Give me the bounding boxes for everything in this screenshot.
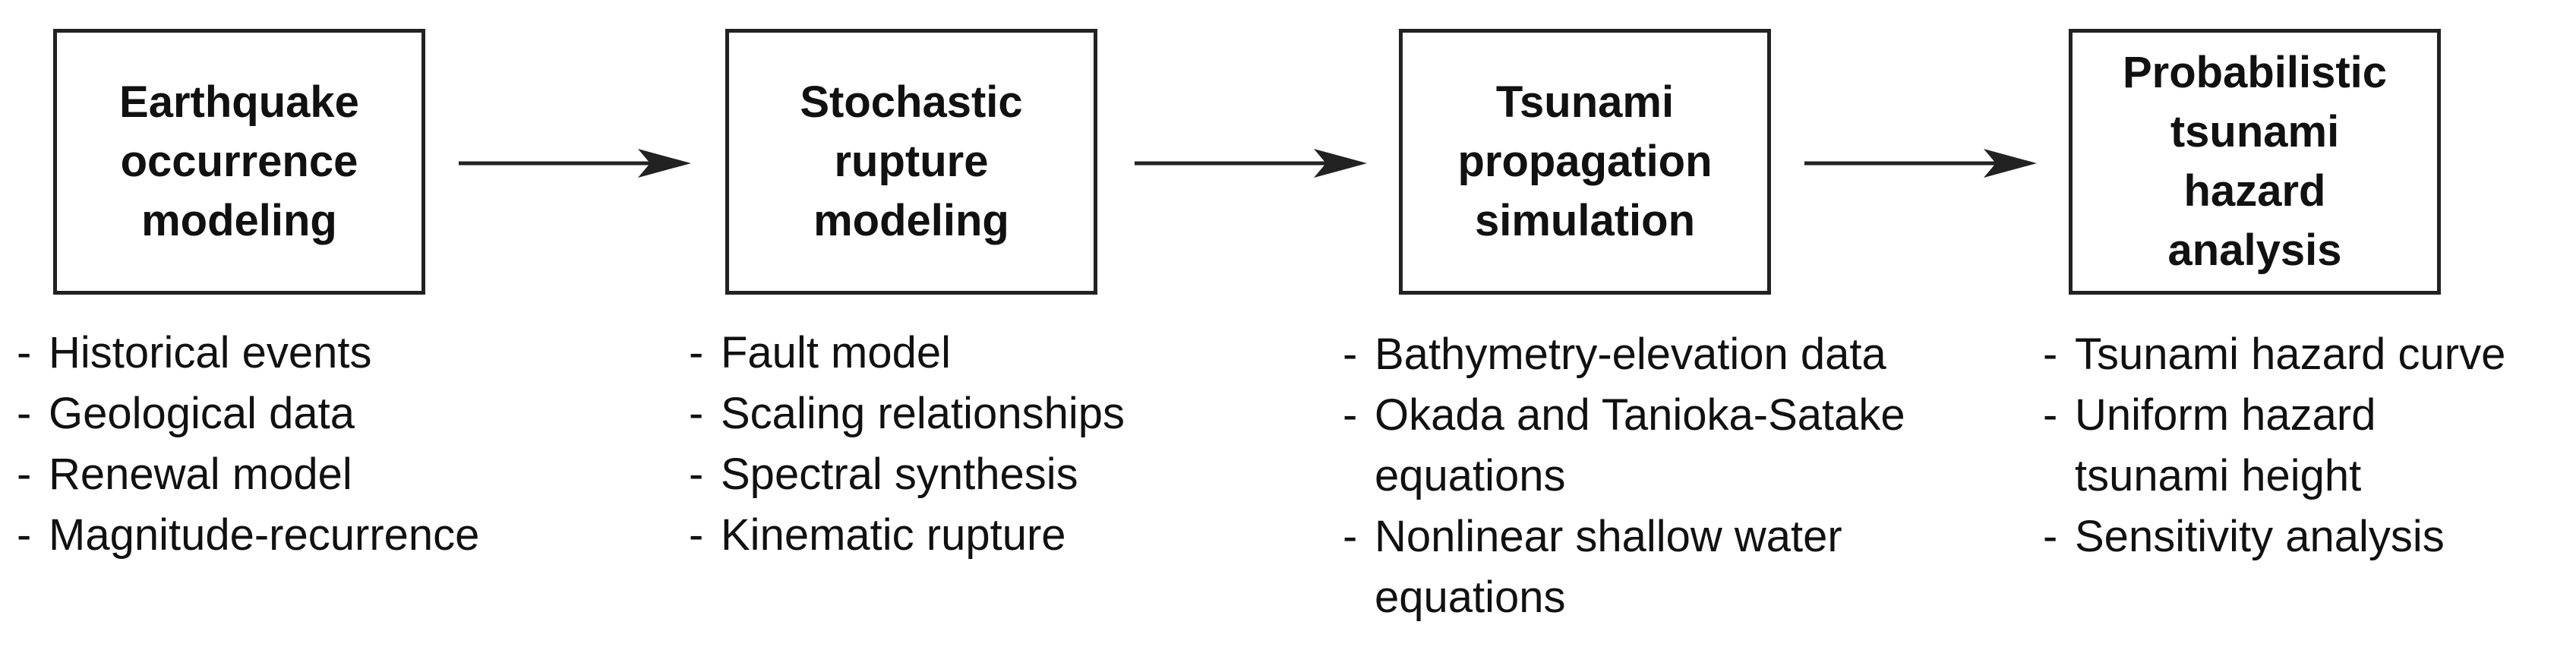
flow-arrow-1 — [459, 149, 691, 178]
bullet-dash: - — [2043, 330, 2058, 379]
bullet-dash: - — [17, 450, 32, 499]
detail-item: -Historical events — [17, 323, 479, 383]
detail-text: Spectral synthesis — [721, 450, 1078, 499]
stage-details-list: -Fault model-Scaling relationships-Spect… — [689, 323, 1125, 566]
bullet-dash: - — [1343, 330, 1358, 379]
stage-title: Earthquake occurrence modeling — [119, 77, 359, 245]
bullet-dash: - — [689, 510, 704, 560]
bullet-dash: - — [2043, 512, 2058, 561]
bullet-dash: - — [689, 450, 704, 499]
detail-text: Scaling relationships — [721, 389, 1125, 438]
detail-text: Fault model — [721, 328, 952, 377]
detail-item: -Tsunami hazard curve — [2043, 324, 2505, 385]
detail-item: -Geological data — [17, 383, 479, 444]
detail-item: -Fault model — [689, 323, 1125, 383]
stage-title: Tsunami propagation simulation — [1457, 77, 1713, 245]
detail-item: -Uniform hazard tsunami height — [2043, 385, 2505, 507]
stage-details-list: -Historical events-Geological data-Renew… — [17, 323, 479, 566]
detail-text: Historical events — [49, 328, 372, 377]
detail-item: -Sensitivity analysis — [2043, 507, 2505, 567]
stage-details-list: -Bathymetry-elevation data-Okada and Tan… — [1343, 324, 1905, 628]
detail-item: -Kinematic rupture — [689, 505, 1125, 566]
bullet-dash: - — [17, 510, 32, 560]
detail-text: Nonlinear shallow water — [1375, 512, 1842, 561]
stage-box-probabilistic-hazard: Probabilistic tsunami hazard analysis — [2069, 29, 2441, 295]
detail-text: Bathymetry-elevation data — [1375, 330, 1886, 379]
detail-text-continued: equations — [1375, 451, 1566, 500]
bullet-dash: - — [689, 389, 704, 438]
detail-item: -Scaling relationships — [689, 383, 1125, 444]
detail-text: Magnitude-recurrence — [49, 510, 480, 560]
bullet-dash: - — [17, 328, 32, 377]
detail-item: -Bathymetry-elevation data — [1343, 324, 1905, 385]
detail-text: Renewal model — [49, 450, 352, 499]
detail-text-continued: tsunami height — [2075, 451, 2362, 500]
stage-title: Probabilistic tsunami hazard analysis — [2122, 48, 2388, 275]
bullet-dash: - — [1343, 512, 1358, 561]
flow-arrow-3 — [1804, 149, 2037, 178]
detail-item: -Magnitude-recurrence — [17, 505, 479, 566]
detail-item: -Nonlinear shallow water equations — [1343, 507, 1905, 628]
bullet-dash: - — [17, 389, 32, 438]
bullet-dash: - — [689, 328, 704, 377]
stage-box-earthquake-occurrence: Earthquake occurrence modeling — [53, 29, 425, 295]
detail-item: -Renewal model — [17, 444, 479, 505]
detail-text: Uniform hazard — [2075, 390, 2376, 440]
bullet-dash: - — [2043, 390, 2058, 440]
detail-item: -Spectral synthesis — [689, 444, 1125, 505]
detail-text: Tsunami hazard curve — [2075, 330, 2506, 379]
detail-text: Kinematic rupture — [721, 510, 1066, 560]
stage-box-tsunami-propagation: Tsunami propagation simulation — [1399, 29, 1771, 295]
stage-title: Stochastic rupture modeling — [800, 77, 1023, 245]
bullet-dash: - — [1343, 390, 1358, 440]
detail-text: Geological data — [49, 389, 355, 438]
flow-arrow-2 — [1135, 149, 1367, 178]
detail-text: Sensitivity analysis — [2075, 512, 2445, 561]
detail-text: Okada and Tanioka-Satake — [1375, 390, 1905, 440]
detail-item: -Okada and Tanioka-Satake equations — [1343, 385, 1905, 507]
detail-text-continued: equations — [1375, 573, 1566, 622]
stage-box-stochastic-rupture: Stochastic rupture modeling — [725, 29, 1097, 295]
